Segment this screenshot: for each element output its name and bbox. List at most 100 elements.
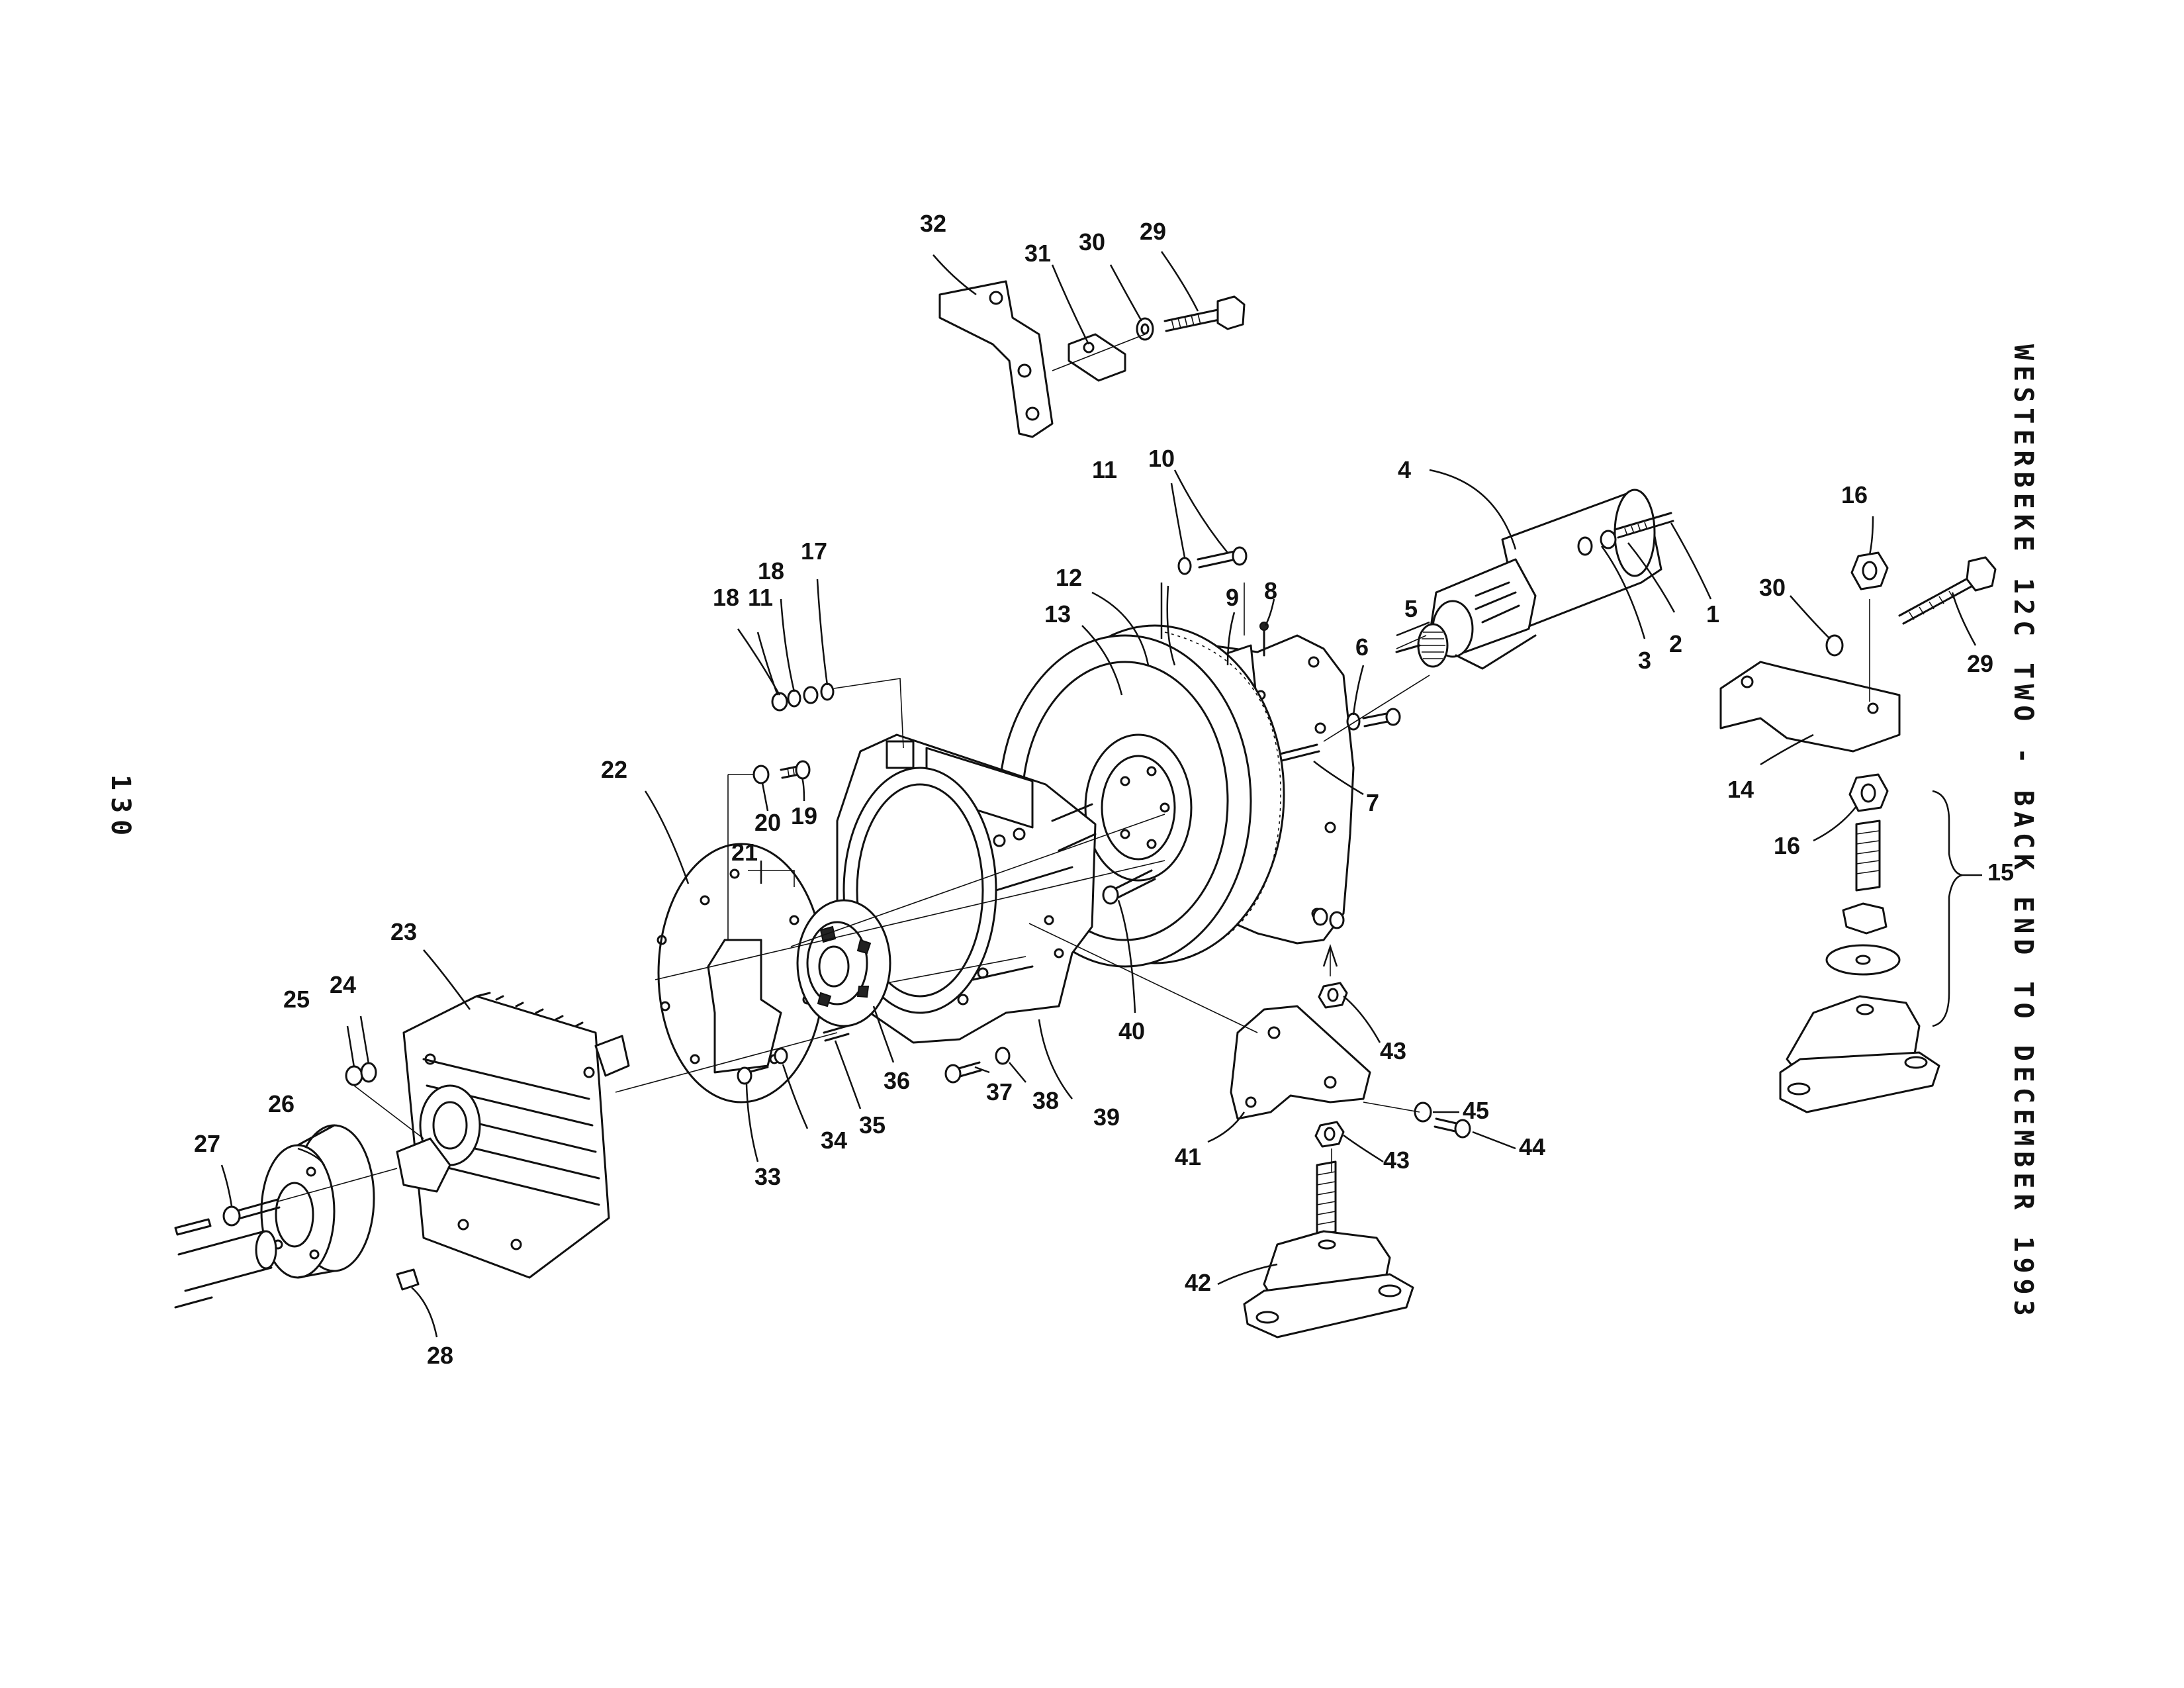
callout-22: 22 [601,756,627,783]
mount-bracket-part-14 [1719,661,1901,753]
nut-part-43-bottom [1314,1121,1345,1148]
washer-part-2 [1577,536,1593,556]
washer-part-45 [1414,1102,1432,1123]
starter-motor-part-4 [1428,489,1662,670]
callout-18-left: 18 [713,584,739,611]
callout-3: 3 [1638,647,1651,674]
callout-42: 42 [1185,1269,1211,1296]
top-bracket-part-32 [938,280,1054,438]
washer-part-38 [995,1047,1011,1065]
callout-13: 13 [1044,600,1071,628]
washer-part-30-right [1825,634,1844,657]
callout-16-top: 16 [1841,481,1868,508]
callout-numbers: 1 2 3 4 5 6 7 8 9 10 11 12 13 14 15 16 1… [194,210,2014,1369]
callout-1: 1 [1706,600,1719,628]
bolt-part-19 [780,760,811,780]
pinion-gear [1395,623,1449,668]
washer-part-34 [774,1047,788,1064]
bolt-part-10 [1197,546,1248,569]
callout-8: 8 [1264,577,1277,604]
lock-nut-part-16-mid [1848,773,1889,812]
nut-part-24 [360,1062,377,1083]
nut-part-3 [1600,530,1617,549]
engine-mount-part-42 [1243,1160,1414,1338]
callout-25: 25 [283,986,310,1013]
callout-37: 37 [986,1078,1013,1105]
dowel-part-7 [1276,743,1320,763]
lock-nut-part-16-top [1850,551,1889,590]
bolt-part-29-top [1163,295,1246,332]
callout-6: 6 [1355,633,1369,661]
callout-14: 14 [1727,776,1754,803]
callout-28: 28 [427,1342,453,1369]
nut-part-43-top [1318,982,1348,1009]
set-screw-part-28 [396,1268,420,1291]
callout-2: 2 [1669,630,1682,657]
callout-29-right: 29 [1967,650,1993,677]
callout-11-top: 11 [1092,456,1117,483]
damper-disc-part-36 [796,899,891,1027]
output-coupling-part-26 [260,1124,375,1279]
callout-29-top: 29 [1140,218,1166,245]
washer-part-11-top [1177,557,1192,575]
callout-35: 35 [859,1111,886,1139]
callout-leaders [220,251,1982,1338]
washer-part-6 [1346,712,1361,731]
callout-31: 31 [1024,240,1051,267]
flywheel-bolt-part-40 [1102,869,1156,905]
stud-part-1 [1614,512,1674,539]
callout-32: 32 [920,210,946,237]
callout-12: 12 [1056,564,1082,591]
callout-23: 23 [390,918,417,945]
engine-mount-bracket-part-41 [1230,1005,1371,1120]
callout-5: 5 [1404,595,1418,622]
engine-plate-dowels [1312,908,1345,929]
screw-part-44 [1433,1117,1471,1139]
callout-38: 38 [1032,1087,1059,1114]
washer-part-30-top [1136,317,1154,341]
callout-20: 20 [754,809,781,836]
callout-43-bottom: 43 [1383,1147,1410,1174]
nut-part-18-a [771,692,788,712]
callout-39: 39 [1093,1103,1120,1131]
callout-24: 24 [330,971,356,998]
screw-part-33 [737,1066,769,1085]
callout-17: 17 [801,538,827,565]
callout-11-left: 11 [748,584,773,611]
bolt-part-29-right [1898,556,1997,625]
callout-19: 19 [791,802,817,829]
clip-part-31 [1068,333,1126,382]
screw-part-8 [1259,622,1269,657]
callout-15: 15 [1987,859,2014,886]
washer-part-25 [345,1065,363,1086]
callout-10: 10 [1148,445,1175,472]
callout-36: 36 [884,1067,910,1094]
nut-part-18-b [803,686,819,704]
callout-4: 4 [1398,456,1411,483]
callout-7: 7 [1366,789,1379,816]
callout-40: 40 [1118,1017,1145,1045]
washer-part-11-b [787,689,801,708]
callout-18-top: 18 [758,557,784,585]
washer-part-20 [752,765,770,784]
bolt-part-27 [222,1198,281,1227]
assembly-lines [277,334,1870,1202]
callout-16-mid: 16 [1774,832,1800,859]
callout-41: 41 [1175,1143,1201,1170]
callout-30-top: 30 [1079,228,1105,256]
callout-44: 44 [1519,1133,1545,1160]
mount-assembly-part-15 [1779,820,1940,1113]
bracket-brace-15 [1932,790,1963,1027]
callout-27: 27 [194,1130,220,1157]
callout-26: 26 [268,1090,295,1117]
transmission-part-23 [396,992,630,1279]
bolt-part-37 [944,1061,982,1084]
callout-43-top: 43 [1380,1037,1406,1064]
washer-part-17 [820,682,835,701]
callout-34: 34 [821,1127,847,1154]
callout-21: 21 [731,839,758,866]
key [174,1218,212,1236]
callout-30-right: 30 [1759,574,1786,601]
screw-part-5 [1362,708,1401,727]
